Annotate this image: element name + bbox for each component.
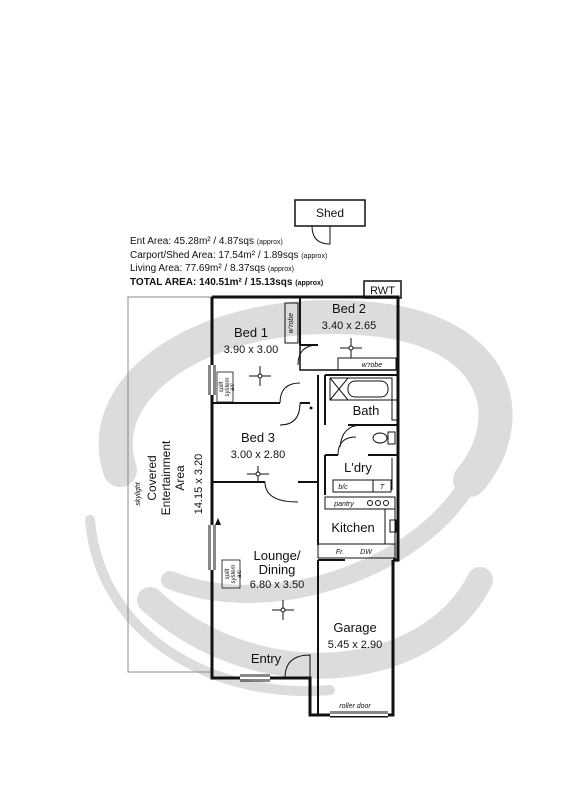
pantry-label: pantry (333, 501, 354, 508)
windows (208, 365, 388, 718)
watermark-logo (85, 299, 513, 696)
ceiling-fans (247, 338, 362, 620)
split-system-bed1: split system a/c (216, 371, 236, 403)
trough-label: T (380, 484, 385, 491)
bed2-label: Bed 2 (332, 301, 366, 316)
rwt-label: RWT (370, 285, 395, 297)
bed2-door (297, 344, 319, 366)
covered-entertainment-area: skylight Covered Entertainment Area 14.1… (127, 296, 213, 673)
cooktop-burner-1 (367, 500, 373, 506)
bed1-door (279, 382, 301, 404)
fan-icon-bed2 (340, 338, 362, 358)
area-line-total: TOTAL AREA: 140.51m² / 15.13sqs (approx) (130, 276, 324, 288)
laundry-fixtures (332, 458, 393, 493)
shed-outline (294, 199, 366, 227)
smoke-detector-icon (309, 406, 313, 410)
bathtub (329, 377, 393, 401)
entry-label: Entry (251, 651, 282, 666)
lounge-label-line1: Lounge/ (254, 548, 301, 563)
covered-area-dims: 14.15 x 3.20 (193, 454, 205, 515)
area-line-ent: Ent Area: 45.28m² / 4.87sqs (approx) (130, 236, 283, 247)
laundry-label: L'dry (344, 460, 372, 475)
area-line-carport: Carport/Shed Area: 17.54m² / 1.89sqs (ap… (130, 249, 328, 261)
kitchen-fixtures (317, 496, 397, 559)
covered-area-line2: Entertainment (159, 440, 173, 515)
door-swings (264, 344, 357, 679)
sink (389, 519, 397, 533)
cooktop-burner-3 (383, 500, 389, 506)
laundry-trough (372, 479, 392, 493)
lounge-label-line2: Dining (259, 562, 296, 577)
fan-icon-bed1 (249, 366, 271, 386)
entry-door (284, 654, 311, 679)
exterior-walls (210, 295, 400, 717)
cooktop-burner-2 (375, 500, 381, 506)
skylight-label: skylight (135, 481, 142, 505)
pantry-bench (324, 496, 396, 510)
svg-text:a/c: a/c (237, 570, 243, 578)
kitchen-island (317, 543, 396, 559)
bed3-dims: 3.00 x 2.80 (231, 449, 285, 461)
garage-label: Garage (333, 620, 376, 635)
dishwasher-label: DW (360, 549, 373, 556)
shed-door (311, 225, 331, 245)
svg-text:a/c: a/c (230, 383, 236, 391)
bed1-label: Bed 1 (234, 325, 268, 340)
sliding-door-arrow-icon (215, 518, 221, 525)
bed1-wardrobe (284, 302, 299, 344)
svg-text:system: system (231, 564, 237, 583)
bed3-label: Bed 3 (241, 430, 275, 445)
bed3-south-opening (264, 481, 299, 503)
kitchen-label: Kitchen (331, 520, 374, 535)
laundry-door-swing (337, 436, 357, 456)
wardrobes: w'robe w'robe (284, 302, 397, 371)
shed-label: Shed (316, 206, 344, 220)
toilet-cistern (387, 431, 396, 445)
covered-area-line1: Covered (145, 455, 159, 500)
rainwater-tank: RWT (363, 280, 402, 299)
bathtub-basin (347, 380, 389, 398)
bed1-dims: 3.90 x 3.00 (224, 344, 278, 356)
svg-text:system: system (225, 377, 231, 396)
bed3-door (279, 402, 301, 426)
bath-door-swing (339, 424, 363, 448)
covered-area-line3: Area (173, 465, 187, 491)
bed2-wardrobe-label: w'robe (362, 362, 383, 369)
split-system-lounge: split system a/c (221, 559, 243, 589)
fan-icon-lounge (272, 600, 294, 620)
svg-text:split: split (225, 568, 231, 579)
toilet (372, 432, 388, 444)
svg-text:split: split (219, 381, 225, 392)
fridge-label: Fr. (336, 549, 344, 556)
area-line-living: Living Area: 77.69m² / 8.37sqs (approx) (130, 263, 294, 274)
bed1-wardrobe-label: w'robe (288, 313, 295, 334)
area-summary: Ent Area: 45.28m² / 4.87sqs (approx) Car… (130, 236, 327, 290)
bath-label: Bath (353, 403, 380, 418)
garage-dims: 5.45 x 2.90 (328, 639, 382, 651)
fan-icon-bed3 (247, 466, 269, 482)
roller-door-label: roller door (339, 703, 371, 710)
bed2-wardrobe (337, 357, 397, 371)
shed: Shed (294, 199, 366, 245)
bathtub-drain (329, 377, 349, 401)
bed2-dims: 3.40 x 2.65 (322, 320, 376, 332)
lounge-dims: 6.80 x 3.50 (250, 579, 304, 591)
bic-label: b/c (338, 484, 348, 491)
vanity (391, 399, 399, 421)
